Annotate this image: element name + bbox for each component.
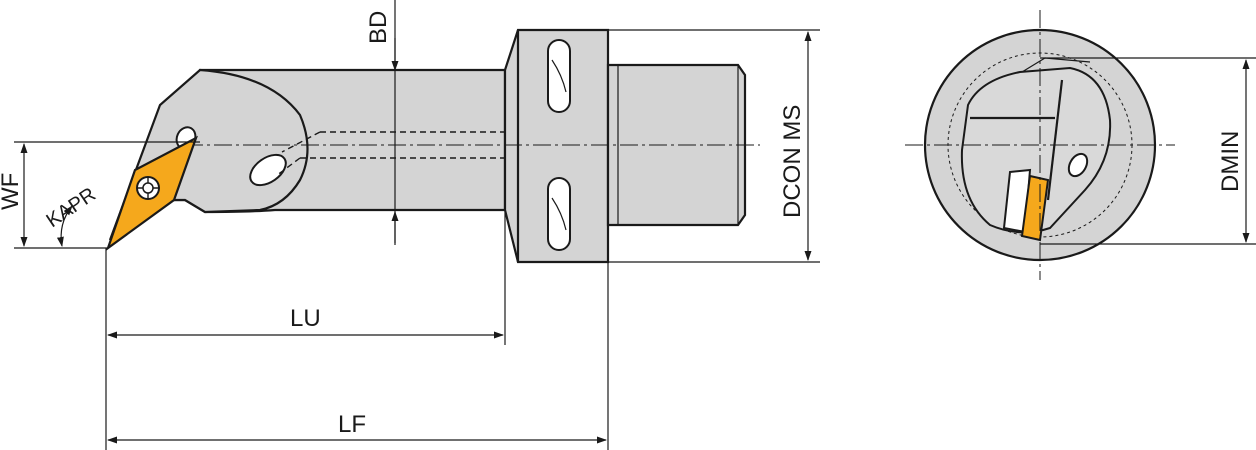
front-insert (1020, 174, 1050, 242)
flange-slot-bottom (547, 177, 571, 251)
front-head-face (1046, 79, 1064, 201)
coolant-channel-bend (281, 131, 321, 153)
front-coolant-hole (1067, 152, 1089, 178)
front-view: DMIN (905, 10, 1256, 280)
label-bd: BD (365, 11, 392, 44)
flange-slot-top (547, 39, 571, 113)
label-lu: LU (290, 305, 321, 332)
label-lf: LF (338, 411, 366, 438)
front-head-profile (960, 66, 1112, 234)
label-dmin: DMIN (1217, 131, 1244, 192)
cutting-insert (105, 135, 198, 251)
label-dcon-ms: DCON MS (779, 105, 806, 218)
label-kapr: KAPR (42, 183, 99, 232)
label-wf: WF (0, 173, 24, 210)
coolant-channel-bend2 (275, 157, 301, 177)
side-view: BD DCON MS WF KAPR LU LF (0, 0, 820, 450)
coolant-hole (249, 153, 287, 187)
kapr-arc (56, 205, 73, 247)
